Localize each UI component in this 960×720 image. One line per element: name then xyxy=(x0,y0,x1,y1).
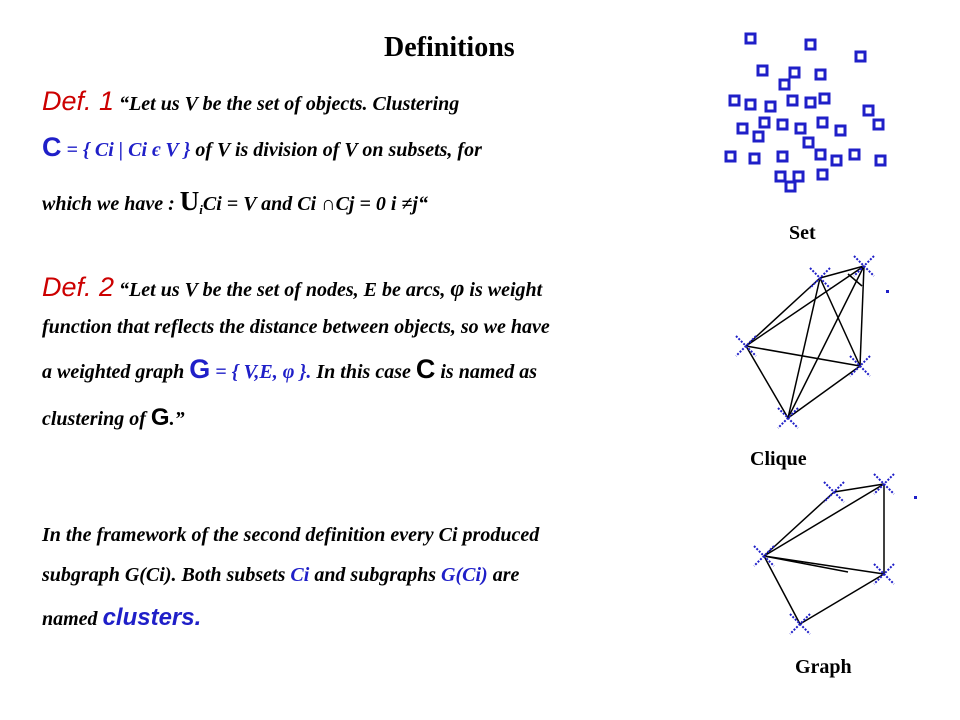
set-element xyxy=(792,170,805,183)
clique-illustration xyxy=(735,255,889,429)
graph-illustration xyxy=(753,473,917,635)
conclusion-line3-text: named xyxy=(42,608,98,630)
union-subscript: i xyxy=(199,202,203,217)
conclusion-gci: G(Ci) xyxy=(441,564,488,586)
set-element xyxy=(862,104,875,117)
def2-line3: a weighted graph G = { V,E, φ }. In this… xyxy=(42,354,537,385)
set-element xyxy=(736,122,749,135)
def2-line3-text-b: In this case xyxy=(316,361,411,383)
set-element xyxy=(814,148,827,161)
set-element xyxy=(802,136,815,149)
conclusion-ci: Ci xyxy=(290,564,310,586)
def2-g-symbol-2: G xyxy=(150,404,170,431)
set-element xyxy=(804,38,817,51)
def1-c-symbol: C xyxy=(42,132,62,162)
def1-line1-text: “Let us V be the set of objects. Cluster… xyxy=(119,93,460,115)
set-element xyxy=(724,150,737,163)
set-caption: Set xyxy=(789,222,816,244)
def2-line4-text-a: clustering of xyxy=(42,408,146,430)
set-element xyxy=(758,116,771,129)
set-element xyxy=(744,32,757,45)
set-element xyxy=(784,180,797,193)
set-element xyxy=(854,50,867,63)
set-element xyxy=(728,94,741,107)
graph-caption: Graph xyxy=(795,656,852,678)
def1-line3: which we have : UiCi = V and Ci ∩Cj = 0 … xyxy=(42,186,428,218)
def2-line4-text-b: .” xyxy=(169,408,185,430)
clique-caption: Clique xyxy=(750,448,807,470)
set-element xyxy=(756,64,769,77)
conclusion-line2-end: are xyxy=(492,564,520,586)
def2-line2-text: function that reflects the distance betw… xyxy=(42,316,550,338)
def1-label: Def. 1 xyxy=(42,86,115,116)
set-element xyxy=(744,98,757,111)
page-title: Definitions xyxy=(384,32,515,63)
def1-line3-text-b: Ci = V and Ci ∩Cj = 0 i ≠j“ xyxy=(202,193,428,215)
set-element xyxy=(764,100,777,113)
def2-line3-text-a: a weighted graph xyxy=(42,361,185,383)
set-element xyxy=(818,92,831,105)
def1-line1: Def. 1 “Let us V be the set of objects. … xyxy=(42,86,459,117)
def2-c-symbol: C xyxy=(415,354,436,384)
set-element xyxy=(834,124,847,137)
def2-line2: function that reflects the distance betw… xyxy=(42,316,550,339)
set-element xyxy=(752,130,765,143)
set-element xyxy=(788,66,801,79)
conclusion-line1-text: In the framework of the second definitio… xyxy=(42,524,540,546)
phi-symbol: φ xyxy=(450,276,465,302)
def2-line1-text: “Let us V be the set of nodes, E be arcs… xyxy=(119,279,446,301)
set-element xyxy=(748,152,761,165)
set-element xyxy=(786,94,799,107)
conclusion-line3: named clusters. xyxy=(42,604,201,632)
def2-line1-text-b: is weight xyxy=(469,279,543,301)
def2-line3-text-c: is named as xyxy=(440,361,538,383)
conclusion-line2-mid: and subgraphs xyxy=(314,564,437,586)
def2-label: Def. 2 xyxy=(42,272,115,302)
set-element xyxy=(816,168,829,181)
union-symbol: U xyxy=(179,186,200,216)
def1-set-notation: = { Ci | Ci є V } xyxy=(66,139,191,161)
set-element xyxy=(774,170,787,183)
def2-set-notation: = { V,E, φ }. xyxy=(215,361,312,383)
def1-line2: C = { Ci | Ci є V } of V is division of … xyxy=(42,132,482,163)
set-element xyxy=(776,150,789,163)
set-element xyxy=(848,148,861,161)
def2-line1: Def. 2 “Let us V be the set of nodes, E … xyxy=(42,272,542,303)
set-element xyxy=(778,78,791,91)
set-element xyxy=(804,96,817,109)
clusters-term: clusters. xyxy=(102,604,202,631)
set-element xyxy=(830,154,843,167)
conclusion-line1: In the framework of the second definitio… xyxy=(42,524,539,547)
set-element xyxy=(814,68,827,81)
set-element xyxy=(874,154,887,167)
conclusion-line2-text: subgraph G(Ci). Both subsets xyxy=(42,564,286,586)
set-element xyxy=(872,118,885,131)
def2-g-symbol: G xyxy=(189,354,211,384)
set-element xyxy=(794,122,807,135)
def1-line3-text-a: which we have : xyxy=(42,193,175,215)
def2-line4: clustering of G.” xyxy=(42,404,185,432)
set-element xyxy=(816,116,829,129)
def1-line2-text: of V is division of V on subsets, for xyxy=(195,139,482,161)
set-illustration xyxy=(724,32,887,193)
set-element xyxy=(776,118,789,131)
conclusion-line2: subgraph G(Ci). Both subsets Ci and subg… xyxy=(42,564,519,587)
